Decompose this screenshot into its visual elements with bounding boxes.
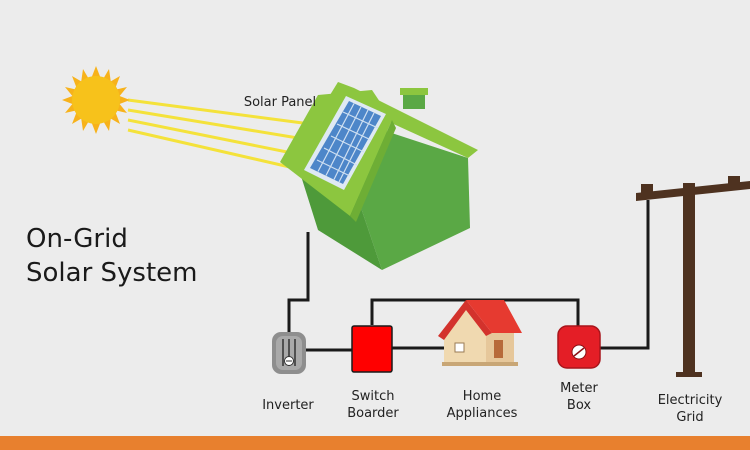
solar-house bbox=[280, 82, 478, 270]
title-line-2: Solar System bbox=[26, 258, 198, 288]
diagram-title: On-Grid Solar System bbox=[26, 222, 197, 290]
switch-board-icon bbox=[351, 325, 393, 373]
switch-label-line-1: Switch bbox=[351, 389, 395, 404]
title-line-1: On-Grid bbox=[26, 224, 128, 254]
meter-box-icon bbox=[557, 325, 601, 369]
switch-label-line-2: Boarder bbox=[347, 406, 399, 421]
meter-box-label: Meter Box bbox=[546, 380, 612, 414]
solar-panel-label: Solar Panel bbox=[243, 95, 317, 110]
home-label-line-1: Home bbox=[462, 389, 502, 404]
meter-label-line-1: Meter bbox=[560, 381, 598, 396]
inverter-label: Inverter bbox=[262, 398, 314, 413]
grid-label-line-2: Grid bbox=[676, 410, 704, 425]
meter-label-line-2: Box bbox=[566, 398, 592, 413]
sun-rays bbox=[127, 98, 319, 170]
inverter-icon bbox=[272, 332, 306, 374]
home-appliances-label: Home Appliances bbox=[440, 388, 524, 422]
utility-pole-icon bbox=[636, 176, 750, 377]
sun-icon bbox=[62, 66, 130, 134]
home-appliances-icon bbox=[438, 300, 522, 366]
home-label-line-2: Appliances bbox=[446, 406, 518, 421]
bottom-bar bbox=[0, 436, 750, 450]
electricity-grid-label: Electricity Grid bbox=[649, 392, 731, 426]
grid-label-line-1: Electricity bbox=[657, 393, 723, 408]
switch-boarder-label: Switch Boarder bbox=[337, 388, 409, 422]
